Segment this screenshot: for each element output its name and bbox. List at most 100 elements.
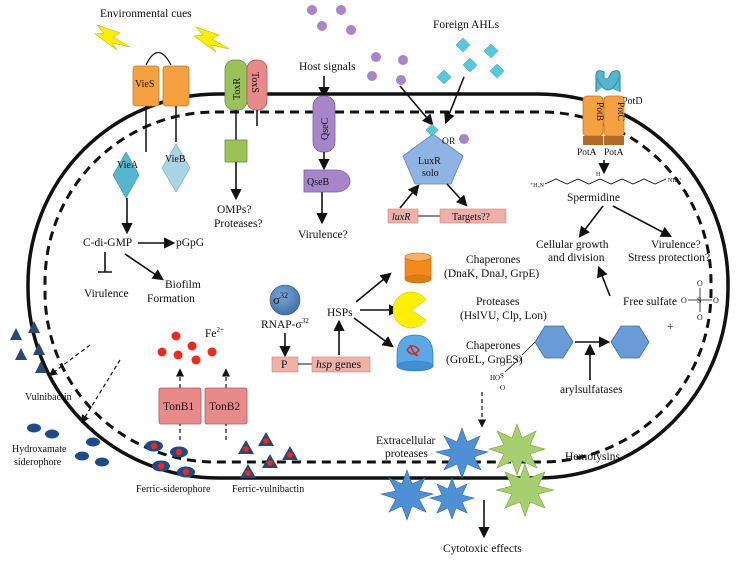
hemolysin-burst-2 [495,463,555,517]
hemolysins-label: Hemolysins [565,451,620,463]
vieb-diamond [161,143,191,193]
chaperones-1-list: (DnaK, DnaJ, GrpE) [444,268,539,280]
toxr-cytoplasmic-square [224,139,248,163]
vies-label: VieS [135,79,154,90]
ferric-sid-1 [145,440,163,452]
plus-sign: + [667,321,674,333]
vulnibactin-triangles [10,321,47,373]
toxr-label: ToxR [232,78,243,100]
cellular-growth-label-1: Cellular growth [536,239,609,251]
arrow-hsps-chap2 [353,317,394,348]
chaperones-2-list: (GroEL, GroES) [446,354,523,366]
vies-box-2 [162,65,190,107]
substrate-hexagon [534,325,574,359]
potc-label: PotC [615,102,625,121]
host-signal-dot-1 [307,5,317,15]
hsps-label: HSPs [327,307,353,319]
biofilm-label-2: Formation [147,293,195,305]
vuln-tri-2 [28,321,40,333]
lightning-icon-2 [193,26,230,53]
ahl-dot-4 [396,75,406,85]
targets-label: Targets?? [452,212,491,223]
proteases-list: (HslVU, Clp, Lon) [460,310,547,322]
pota-label-2: PotA [604,148,624,158]
vieb-label: VieB [165,154,186,165]
svg-text:O: O [697,279,703,288]
svg-text:O: O [713,296,719,305]
ferric-sid-4 [177,466,195,478]
ferric-vulnibactin-label: Ferric-vulnibactin [232,484,304,495]
groel-barrel-icon [396,334,434,372]
host-signal-dot-4 [346,25,356,35]
proteases-q-label: Proteases? [214,218,263,230]
inhibit-virulence [98,252,112,273]
spermidine-structure: ⁺H₃N H NH₃⁺ [530,172,682,189]
fe-dot-5 [191,355,201,365]
vuln-tri-1 [10,328,22,340]
spermidine-nh3-right: NH₃⁺ [668,178,682,184]
fe-dot-6 [207,347,217,357]
biofilm-label-1: Biofilm [165,279,201,291]
arrow-cdigmp-biofilm [124,253,164,281]
host-signal-dots [307,5,356,35]
pota-box-1 [583,136,603,145]
svg-text:O: O [681,296,687,305]
arrow-sulfate-growth [597,265,611,297]
svg-text:HO: HO [490,374,500,382]
hemolysin-bursts [487,423,555,517]
viea-label: VieA [117,160,139,171]
viea-diamond [112,151,140,199]
free-sulfate-label: Free sulfate [623,296,677,308]
luxr-gene-label: luxR [392,212,410,223]
ahl-dot-1 [371,52,381,62]
pgpg-label: pGpG [176,237,204,249]
protease-burst-3 [428,477,476,520]
proteases-title: Proteases [476,296,520,308]
fe-dot-3 [157,347,167,357]
ahl-diamond-5 [436,69,452,85]
hydroxamate-ellipses [27,423,109,467]
arrow-spermidine-growth [578,205,604,238]
protease-bursts [379,427,490,521]
spermidine-nh3-left: ⁺H₃N [530,183,545,189]
hydroxamate-label-1: Hydroxamate [12,444,67,455]
fe-dot-1 [171,331,181,341]
svg-text:S: S [697,296,701,305]
luxr-label: LuxR [418,156,441,167]
vuln-tri-4 [33,343,45,355]
arrow-cyan-luxr [444,76,465,125]
product-hexagon [610,325,650,359]
extracellular-label-2: proteases [385,448,428,460]
protease-burst-2 [379,469,435,521]
omps-label: OMPs? [217,204,252,216]
ferric-vul-4 [282,446,298,460]
chaperones-2-title: Chaperones [466,340,521,352]
pota-box-2 [604,136,624,145]
targets-box [439,208,507,224]
cellular-growth-label-2: and division [548,252,605,264]
virulence-stress-label-2: Stress protection? [628,252,710,264]
vies-dimer-arc [145,51,172,66]
spermidine-nh-mid: H [596,172,601,178]
host-signals-label: Host signals [299,61,356,73]
svg-text:O: O [500,360,505,368]
host-signal-dot-2 [336,5,346,15]
luxr-bound-purple-dot [459,134,469,144]
hsp-genes-label: hsp genes [316,359,362,371]
pacman-icon [392,291,427,329]
tonb2-label: TonB2 [209,401,240,413]
qseb-label: QseB [307,177,330,188]
ahl-dot-3 [367,71,377,81]
arrow-hsps-chap1 [355,272,392,303]
extracellular-label-1: Extracellular [376,435,436,447]
ahl-dot-2 [398,55,408,65]
virulence-left-label: Virulence [84,288,129,300]
luxr-solo-pentagon [402,133,464,185]
virulence-q-label: Virulence? [298,229,348,241]
arrow-vulnibactin-out [48,344,91,377]
virulence-stress-label-1: Virulence? [651,239,701,251]
hsp-genes-box [311,356,371,373]
sulfate-ion-structure: S O O O O [681,279,719,322]
arrow-spermidine-virulence [612,205,672,238]
